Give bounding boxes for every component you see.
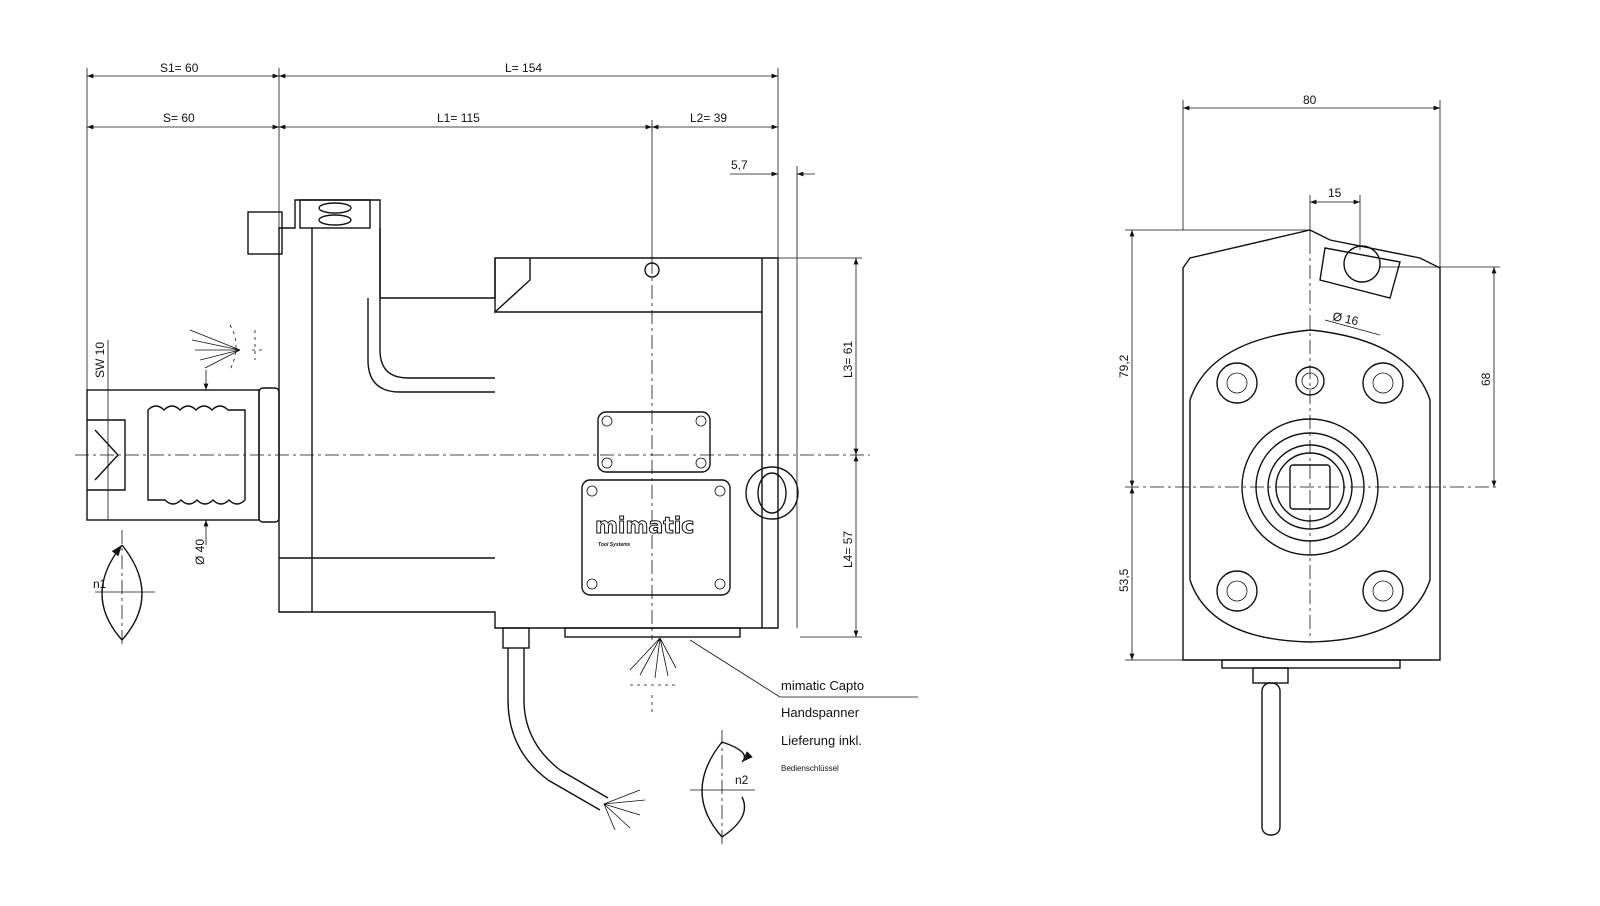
dim-79: 79,2 xyxy=(1117,354,1131,378)
coolant-spray-icon xyxy=(189,324,262,371)
rotation-n1: n1 xyxy=(93,530,155,648)
rotation-n1-label: n1 xyxy=(93,577,107,591)
dim-l: L= 154 xyxy=(505,61,542,75)
logo-sub: Tool Systems xyxy=(598,542,631,548)
dim-offset: 5,7 xyxy=(731,158,748,172)
dim-l2: L2= 39 xyxy=(690,111,727,125)
clamp-handle xyxy=(745,466,799,520)
dim-15: 15 xyxy=(1328,186,1342,200)
logo-plate xyxy=(581,479,731,596)
rotation-n2: n2 xyxy=(690,730,755,848)
note-handspanner: Handspanner xyxy=(781,705,860,720)
dim-dia40: Ø 40 xyxy=(193,539,207,565)
dim-s: S= 60 xyxy=(163,111,195,125)
dim-53: 53,5 xyxy=(1117,568,1131,592)
note-key: Bedienschlüssel xyxy=(781,764,839,773)
note-lieferung: Lieferung inkl. xyxy=(781,733,862,748)
dim-l3: L3= 61 xyxy=(841,341,855,378)
dim-68: 68 xyxy=(1479,372,1493,386)
dim-l4: L4= 57 xyxy=(841,531,855,568)
dim-dia16: Ø 16 xyxy=(1331,309,1360,328)
front-view: 80 15 Ø 16 79,2 68 53,5 xyxy=(1117,93,1500,836)
rotation-n2-label: n2 xyxy=(735,773,749,787)
side-view: S1= 60 L= 154 S= 60 L1= 115 L2= 39 5,7 L… xyxy=(75,61,918,848)
dim-l1: L1= 115 xyxy=(437,111,480,125)
logo-brand: mimatic xyxy=(595,514,694,539)
note-capto: mimatic Capto xyxy=(781,678,864,693)
dim-s1: S1= 60 xyxy=(160,61,199,75)
dim-sw: SW 10 xyxy=(93,342,107,378)
dim-width: 80 xyxy=(1303,93,1317,107)
